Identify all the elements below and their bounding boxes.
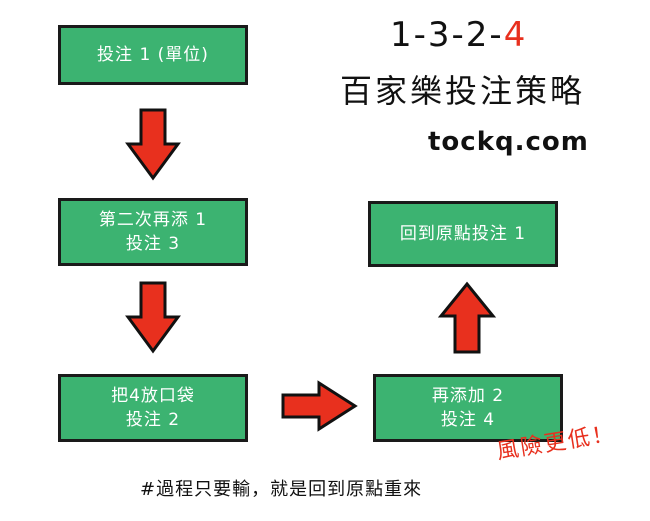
arrow-down-2-icon [125, 281, 181, 354]
step-3-line-1: 把4放口袋 [111, 386, 195, 406]
site-name: tockq.com [428, 127, 589, 157]
step-box-3: 把4放口袋 投注 2 [58, 374, 248, 442]
step-box-2: 第二次再添 1 投注 3 [58, 198, 248, 266]
step-4-line-1: 再添加 2 [431, 386, 505, 406]
step-3-line-2: 投注 2 [125, 410, 181, 430]
arrow-down-1-icon [125, 108, 181, 181]
step-2-line-1: 第二次再添 1 [98, 210, 208, 230]
arrow-right-icon [281, 380, 358, 432]
step-5-line-1: 回到原點投注 1 [399, 224, 527, 244]
arrow-up-icon [437, 281, 497, 354]
step-box-4: 再添加 2 投注 4 [373, 374, 563, 442]
step-4-line-2: 投注 4 [440, 410, 496, 430]
step-box-1: 投注 1 (單位) [58, 25, 248, 85]
page-title: 百家樂投注策略 [340, 72, 586, 110]
footer-note: #過程只要輸，就是回到原點重來 [140, 479, 423, 500]
step-2-line-2: 投注 3 [125, 234, 181, 254]
title-sequence: 1-3-2-4 [390, 10, 540, 60]
title-sequence-last: 4 [503, 15, 528, 55]
step-1-line-1: 投注 1 (單位) [97, 45, 209, 65]
title-sequence-prefix: 1-3-2- [390, 15, 504, 55]
step-box-5: 回到原點投注 1 [368, 201, 558, 267]
